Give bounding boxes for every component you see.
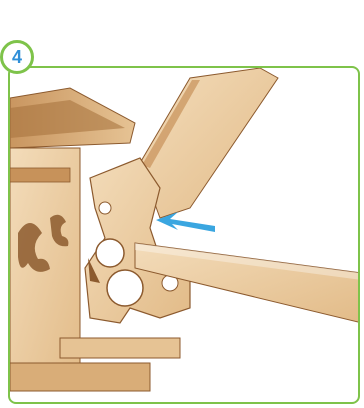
step-number-badge: 4: [0, 40, 34, 74]
left-box-structure: [10, 88, 180, 391]
angled-wooden-arm: [140, 68, 278, 218]
step-panel: [8, 66, 360, 404]
assembly-illustration: [10, 68, 360, 404]
step-number: 4: [12, 47, 22, 68]
